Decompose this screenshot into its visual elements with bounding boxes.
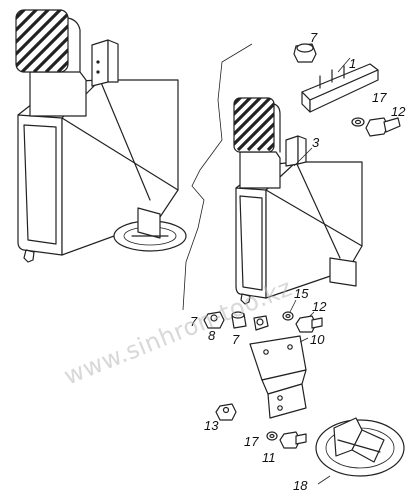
part-11-bolt xyxy=(279,431,307,449)
part-13-nut xyxy=(215,403,237,421)
label-part-11: 11 xyxy=(262,450,276,465)
hatched-reflector-right xyxy=(234,98,274,152)
part-7-nut-top xyxy=(293,43,317,63)
label-part-8: 8 xyxy=(208,328,216,343)
part-17-washer-top xyxy=(351,117,365,127)
label-part-15: 15 xyxy=(294,286,309,301)
label-part-17-bottom: 17 xyxy=(244,434,259,449)
part-10-bracket xyxy=(249,335,309,419)
label-part-12-top: 12 xyxy=(391,104,406,119)
part-1-bracket xyxy=(301,57,379,113)
label-part-7-top: 7 xyxy=(310,30,318,45)
part-7-nut-mid-left xyxy=(203,311,225,329)
part-12-bolt-mid xyxy=(295,311,323,333)
label-part-10: 10 xyxy=(310,332,325,347)
part-15-washer xyxy=(282,299,297,321)
label-part-7-right: 7 xyxy=(232,332,240,347)
label-part-17-top: 17 xyxy=(372,90,387,105)
part-18-base-pad xyxy=(315,417,405,485)
label-part-1: 1 xyxy=(349,56,356,71)
break-line xyxy=(182,43,253,311)
part-8-spacer xyxy=(231,311,247,329)
label-part-7-left: 7 xyxy=(190,314,198,329)
label-part-12-mid: 12 xyxy=(312,299,327,314)
label-part-3: 3 xyxy=(312,135,320,150)
part-7-nut-mid-right xyxy=(253,315,269,331)
label-part-18: 18 xyxy=(293,478,308,493)
tank-assembly-3 xyxy=(233,97,363,305)
left-tank-assembly xyxy=(15,9,187,263)
part-17-washer-bottom xyxy=(266,431,278,441)
hatched-reflector-left xyxy=(16,10,68,72)
part-12-bolt-top xyxy=(365,117,401,137)
label-part-13: 13 xyxy=(204,418,219,433)
